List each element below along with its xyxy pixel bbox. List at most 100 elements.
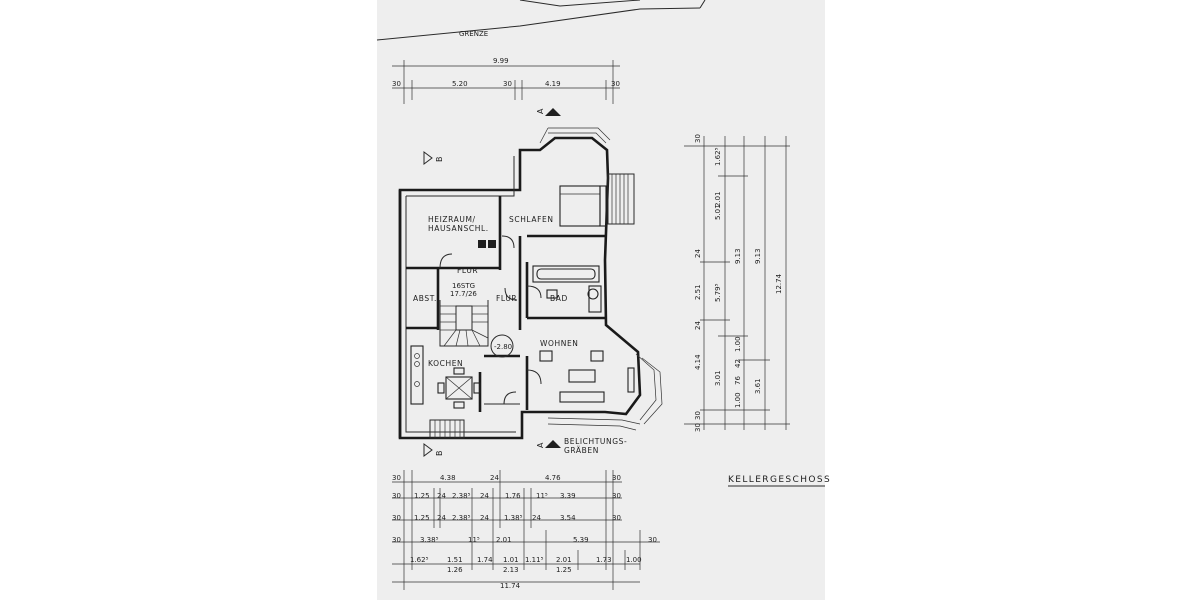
dim-top-part: 30 bbox=[392, 80, 401, 88]
section-b-label: B bbox=[435, 451, 444, 457]
room-heizraum-label: HAUSANSCHL. bbox=[428, 224, 489, 233]
dim-right-label: 12.74 bbox=[775, 273, 783, 294]
dim-bottom-label: 1.74 bbox=[477, 556, 493, 564]
dim-bottom-total: 11.74 bbox=[500, 582, 521, 590]
property-boundary: GRENZE bbox=[376, 0, 706, 41]
dim-bottom-label: 1.26 bbox=[447, 566, 463, 574]
dim-right-label: 3.01 bbox=[714, 370, 722, 386]
dim-top-part: 4.19 bbox=[545, 80, 561, 88]
dim-bottom-label: 24 bbox=[480, 514, 489, 522]
room-kochen-label: KOCHEN bbox=[428, 359, 463, 368]
dim-bottom-label: 1.25 bbox=[414, 514, 430, 522]
dim-bottom-label: 4.76 bbox=[545, 474, 561, 482]
stair-steps-label: 16STG bbox=[452, 282, 475, 290]
walls bbox=[398, 136, 642, 440]
section-a-label: A bbox=[536, 108, 545, 114]
dim-bottom-label: 2.13 bbox=[503, 566, 519, 574]
dim-right-label: 2.51 bbox=[694, 284, 702, 300]
dim-bottom-label: 30 bbox=[612, 474, 621, 482]
dim-right-label: 5.79⁵ bbox=[714, 283, 722, 302]
dim-bottom-label: 1.38⁵ bbox=[504, 514, 523, 522]
dim-top-part: 30 bbox=[503, 80, 512, 88]
dim-bottom-label: 24 bbox=[532, 514, 541, 522]
dim-bottom-label: 1.25 bbox=[556, 566, 572, 574]
dimension-chain-right: 30 30 1.62⁵ 2.01 24 2.51 24 4.14 30 5.01… bbox=[684, 134, 790, 432]
level-marker-label: -2.80 bbox=[494, 343, 512, 351]
room-flur-label: FLUR bbox=[496, 294, 517, 303]
dim-right-label: 30 bbox=[694, 134, 702, 143]
dim-bottom-label: 3.38⁵ bbox=[420, 536, 439, 544]
dim-bottom-label: 30 bbox=[612, 514, 621, 522]
dim-bottom-label: 2.01 bbox=[556, 556, 572, 564]
dim-right-label: 9.13 bbox=[754, 248, 762, 264]
dim-bottom-label: 30 bbox=[648, 536, 657, 544]
dim-top-part: 5.20 bbox=[452, 80, 468, 88]
dim-right-label: 2.01 bbox=[714, 191, 722, 207]
sheet-title: KELLERGESCHOSS bbox=[728, 475, 831, 487]
dim-bottom-label: 24 bbox=[437, 492, 446, 500]
dim-bottom-label: 30 bbox=[392, 514, 401, 522]
dim-right-label: 24 bbox=[694, 249, 702, 258]
room-heizraum-label: HEIZRAUM/ bbox=[428, 215, 476, 224]
dim-right-label: 76 bbox=[734, 376, 742, 385]
dim-right-label: 1.62⁵ bbox=[714, 147, 722, 166]
dim-bottom-label: 1.00 bbox=[626, 556, 642, 564]
light-well-note: BELICHTUNGS- GRÄBEN bbox=[564, 437, 627, 455]
dim-right-label: 24 bbox=[694, 321, 702, 330]
dim-bottom-label: 30 bbox=[612, 492, 621, 500]
interior-staircase: 16STG 17.7/26 bbox=[439, 282, 489, 347]
dim-right-label: 3.61 bbox=[754, 378, 762, 394]
dim-bottom-label: 2.38⁵ bbox=[452, 514, 471, 522]
dim-right-label: 30 bbox=[694, 411, 702, 420]
sheet-title-label: KELLERGESCHOSS bbox=[728, 475, 831, 485]
dim-bottom-label: 30 bbox=[392, 474, 401, 482]
openings bbox=[439, 127, 663, 431]
dim-bottom-label: 3.54 bbox=[560, 514, 576, 522]
dim-bottom-label: 1.76 bbox=[505, 492, 521, 500]
dimension-chain-bottom: 30 4.38 24 4.76 30 30 1.25 24 2.38⁵ 24 1… bbox=[392, 470, 660, 590]
room-flur-label: FLUR bbox=[457, 266, 478, 275]
light-well-label: BELICHTUNGS- bbox=[564, 437, 627, 446]
dim-bottom-label: 24 bbox=[480, 492, 489, 500]
dim-right-label: 1.00 bbox=[734, 392, 742, 408]
room-labels: HEIZRAUM/ HAUSANSCHL. SCHLAFEN FLUR FLUR… bbox=[413, 215, 579, 368]
dim-bottom-label: 1.25 bbox=[414, 492, 430, 500]
room-bad-label: BAD bbox=[550, 294, 568, 303]
dim-right-label: 42 bbox=[734, 359, 742, 368]
dim-bottom-label: 24 bbox=[437, 514, 446, 522]
dim-bottom-label: 1.51 bbox=[447, 556, 463, 564]
room-abst-label: ABST. bbox=[413, 294, 437, 303]
dim-bottom-label: 1.62⁵ bbox=[410, 556, 429, 564]
dim-top-part: 30 bbox=[611, 80, 620, 88]
section-a-label: A bbox=[536, 442, 545, 448]
section-markers: A A B B bbox=[423, 108, 561, 457]
dim-bottom-label: 11⁵ bbox=[468, 536, 480, 544]
dim-bottom-label: 30 bbox=[392, 492, 401, 500]
dim-bottom-label: 2.38⁵ bbox=[452, 492, 471, 500]
dim-bottom-label: 30 bbox=[392, 536, 401, 544]
dim-right-label: 9.13 bbox=[734, 248, 742, 264]
dimension-chain-top: 9.99 30 5.20 30 4.19 30 bbox=[392, 57, 620, 104]
room-schlafen-label: SCHLAFEN bbox=[509, 215, 554, 224]
boundary-label: GRENZE bbox=[459, 30, 488, 38]
dim-right-label: 5.01 bbox=[714, 204, 722, 220]
dim-bottom-label: 3.39 bbox=[560, 492, 576, 500]
dim-bottom-label: 1.11⁵ bbox=[525, 556, 544, 564]
light-well-label: GRÄBEN bbox=[564, 446, 599, 455]
furniture bbox=[410, 185, 635, 409]
dim-bottom-label: 1.01 bbox=[503, 556, 519, 564]
dim-bottom-label: 4.38 bbox=[440, 474, 456, 482]
exterior-stairs bbox=[429, 173, 635, 439]
dim-bottom-label: 1.73 bbox=[596, 556, 612, 564]
dim-bottom-label: 5.39 bbox=[573, 536, 589, 544]
dim-bottom-label: 24 bbox=[490, 474, 499, 482]
dim-right-label: 30 bbox=[694, 423, 702, 432]
stair-rise-label: 17.7/26 bbox=[450, 290, 477, 298]
dim-right-label: 1.00 bbox=[734, 336, 742, 352]
dim-bottom-label: 11⁵ bbox=[536, 492, 548, 500]
dim-right-label: 4.14 bbox=[694, 354, 702, 370]
dim-top-total: 9.99 bbox=[493, 57, 509, 65]
section-b-label: B bbox=[435, 157, 444, 163]
room-wohnen-label: WOHNEN bbox=[540, 339, 579, 348]
